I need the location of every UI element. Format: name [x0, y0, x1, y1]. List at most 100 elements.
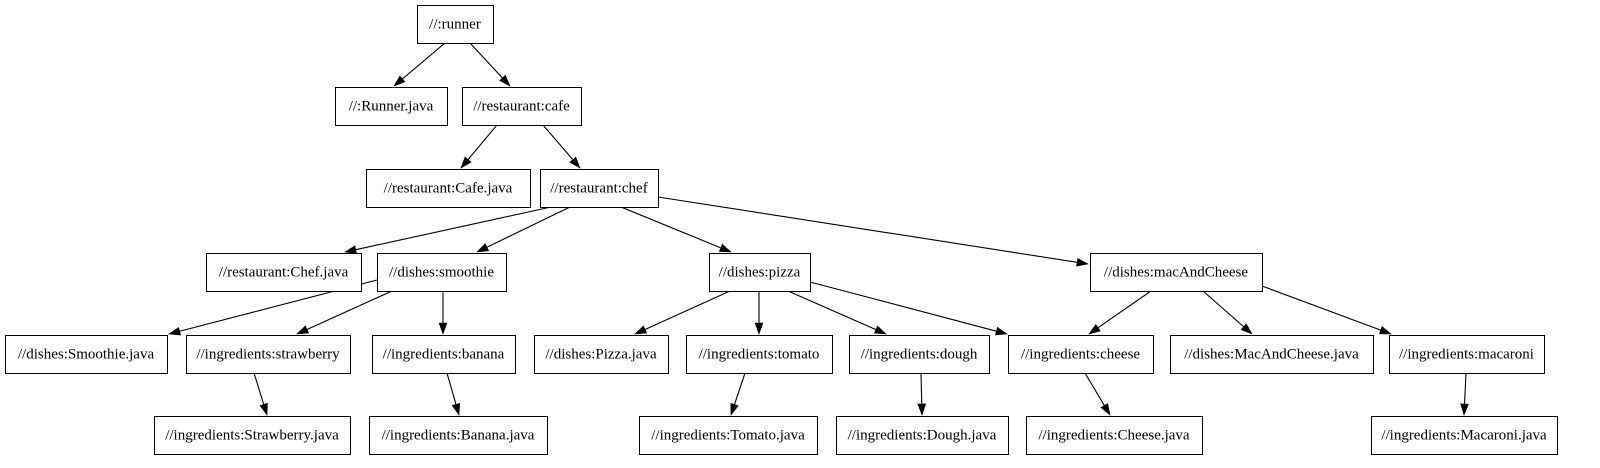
arrowhead-icon — [451, 402, 461, 416]
edge-line — [787, 290, 877, 331]
node-ing_dough[interactable]: //ingredients:dough — [849, 335, 990, 374]
arrowhead-icon — [168, 326, 182, 336]
node-macaroni_java[interactable]: //ingredients:Macaroni.java — [1371, 416, 1558, 455]
edge-line — [1097, 290, 1152, 329]
node-label: //ingredients:tomato — [699, 346, 820, 362]
arrowhead-icon — [873, 325, 887, 335]
arrowhead-icon — [476, 243, 490, 253]
edge-restaurant_chef-to-dishes_mac — [657, 196, 1089, 267]
edge-dishes_pizza-to-ing_cheese — [809, 281, 1008, 336]
edge-line — [733, 372, 746, 405]
node-ing_strawberry[interactable]: //ingredients:strawberry — [186, 335, 351, 374]
edge-line — [644, 290, 731, 330]
node-box[interactable] — [372, 335, 516, 374]
edge-line — [446, 372, 457, 405]
node-box[interactable] — [335, 87, 448, 126]
edge-dishes_pizza-to-ing_tomato — [754, 291, 764, 335]
edge-ing_cheese-to-cheese_java — [1084, 372, 1111, 416]
node-ing_banana[interactable]: //ingredients:banana — [372, 335, 516, 374]
node-pizza_java[interactable]: //dishes:Pizza.java — [534, 335, 669, 374]
node-box[interactable] — [186, 335, 351, 374]
node-dishes_mac[interactable]: //dishes:macAndCheese — [1090, 253, 1263, 292]
arrowhead-icon — [1378, 326, 1392, 335]
node-box[interactable] — [1090, 253, 1263, 292]
node-ing_tomato[interactable]: //ingredients:tomato — [686, 335, 833, 374]
node-box[interactable] — [709, 253, 811, 292]
arrowhead-icon — [754, 322, 764, 335]
node-box[interactable] — [462, 87, 582, 126]
nodes-layer: //:runner //:Runner.java //restaurant:cafe… — [5, 5, 1558, 455]
node-smoothie_java[interactable]: //dishes:Smoothie.java — [5, 335, 168, 374]
node-box[interactable] — [1389, 335, 1545, 374]
edge-dishes_pizza-to-pizza_java — [634, 290, 731, 335]
node-box[interactable] — [417, 5, 494, 44]
node-dough_java[interactable]: //ingredients:Dough.java — [836, 416, 1009, 455]
edge-dishes_smoothie-to-ing_banana — [438, 291, 448, 335]
arrowhead-icon — [634, 325, 648, 335]
node-strawberry_java[interactable]: //ingredients:Strawberry.java — [154, 416, 351, 455]
node-restaurant_cafe[interactable]: //restaurant:cafe — [462, 87, 582, 126]
arrowhead-icon — [460, 156, 472, 169]
node-dishes_pizza[interactable]: //dishes:pizza — [709, 253, 811, 292]
node-box[interactable] — [836, 416, 1009, 455]
node-label: //ingredients:Cheese.java — [1038, 427, 1190, 443]
node-label: //:runner — [429, 16, 481, 32]
edge-line — [1202, 290, 1245, 328]
edge-line — [657, 196, 1078, 263]
node-mac_java[interactable]: //dishes:MacAndCheese.java — [1170, 335, 1374, 374]
node-label: //ingredients:Macaroni.java — [1381, 427, 1547, 443]
arrowhead-icon — [438, 322, 448, 335]
node-label: //:Runner.java — [349, 98, 434, 114]
edge-ing_macaroni-to-macaroni_java — [1460, 372, 1469, 416]
node-cheese_java[interactable]: //ingredients:Cheese.java — [1026, 416, 1203, 455]
node-box[interactable] — [1008, 335, 1154, 374]
node-box[interactable] — [1371, 416, 1558, 455]
arrowhead-icon — [730, 402, 739, 416]
edge-dishes_pizza-to-ing_dough — [787, 290, 887, 335]
node-dishes_smoothie[interactable]: //dishes:smoothie — [377, 253, 507, 292]
edge-dishes_mac-to-ing_cheese — [1088, 290, 1152, 335]
arrowhead-icon — [259, 402, 268, 416]
node-box[interactable] — [1026, 416, 1203, 455]
edge-dishes_mac-to-mac_java — [1202, 290, 1253, 335]
node-label: //dishes:Pizza.java — [545, 346, 657, 362]
node-label: //dishes:pizza — [719, 264, 801, 280]
edge-line — [1084, 372, 1105, 406]
arrowhead-icon — [393, 75, 406, 87]
arrowhead-icon — [1100, 403, 1111, 416]
node-runner[interactable]: //:runner — [417, 5, 494, 44]
node-box[interactable] — [377, 253, 507, 292]
node-cafe_java[interactable]: //restaurant:Cafe.java — [366, 169, 531, 208]
node-label: //ingredients:Banana.java — [382, 427, 535, 443]
node-box[interactable] — [686, 335, 833, 374]
node-ing_cheese[interactable]: //ingredients:cheese — [1008, 335, 1154, 374]
node-label: //ingredients:dough — [861, 346, 978, 362]
arrowhead-icon — [1460, 403, 1469, 416]
edge-line — [620, 206, 722, 249]
node-box[interactable] — [206, 253, 362, 292]
node-banana_java[interactable]: //ingredients:Banana.java — [369, 416, 548, 455]
edge-runner-to-runner_java — [393, 42, 446, 87]
node-box[interactable] — [5, 335, 168, 374]
edge-restaurant_cafe-to-restaurant_chef — [542, 124, 581, 169]
edge-restaurant_chef-to-dishes_smoothie — [476, 206, 571, 253]
node-box[interactable] — [1170, 335, 1374, 374]
node-runner_java[interactable]: //:Runner.java — [335, 87, 448, 126]
node-label: //ingredients:Tomato.java — [651, 427, 805, 443]
node-box[interactable] — [639, 416, 818, 455]
node-restaurant_chef[interactable]: //restaurant:chef — [540, 169, 659, 208]
node-box[interactable] — [540, 169, 659, 208]
node-label: //dishes:smoothie — [389, 264, 494, 280]
node-label: //restaurant:chef — [550, 180, 647, 196]
edge-line — [542, 124, 574, 161]
node-box[interactable] — [849, 335, 990, 374]
edge-line — [355, 206, 552, 251]
node-box[interactable] — [369, 416, 548, 455]
node-box[interactable] — [154, 416, 351, 455]
node-chef_java[interactable]: //restaurant:Chef.java — [206, 253, 362, 292]
node-ing_macaroni[interactable]: //ingredients:macaroni — [1389, 335, 1545, 374]
node-box[interactable] — [366, 169, 531, 208]
node-tomato_java[interactable]: //ingredients:Tomato.java — [639, 416, 818, 455]
node-box[interactable] — [534, 335, 669, 374]
